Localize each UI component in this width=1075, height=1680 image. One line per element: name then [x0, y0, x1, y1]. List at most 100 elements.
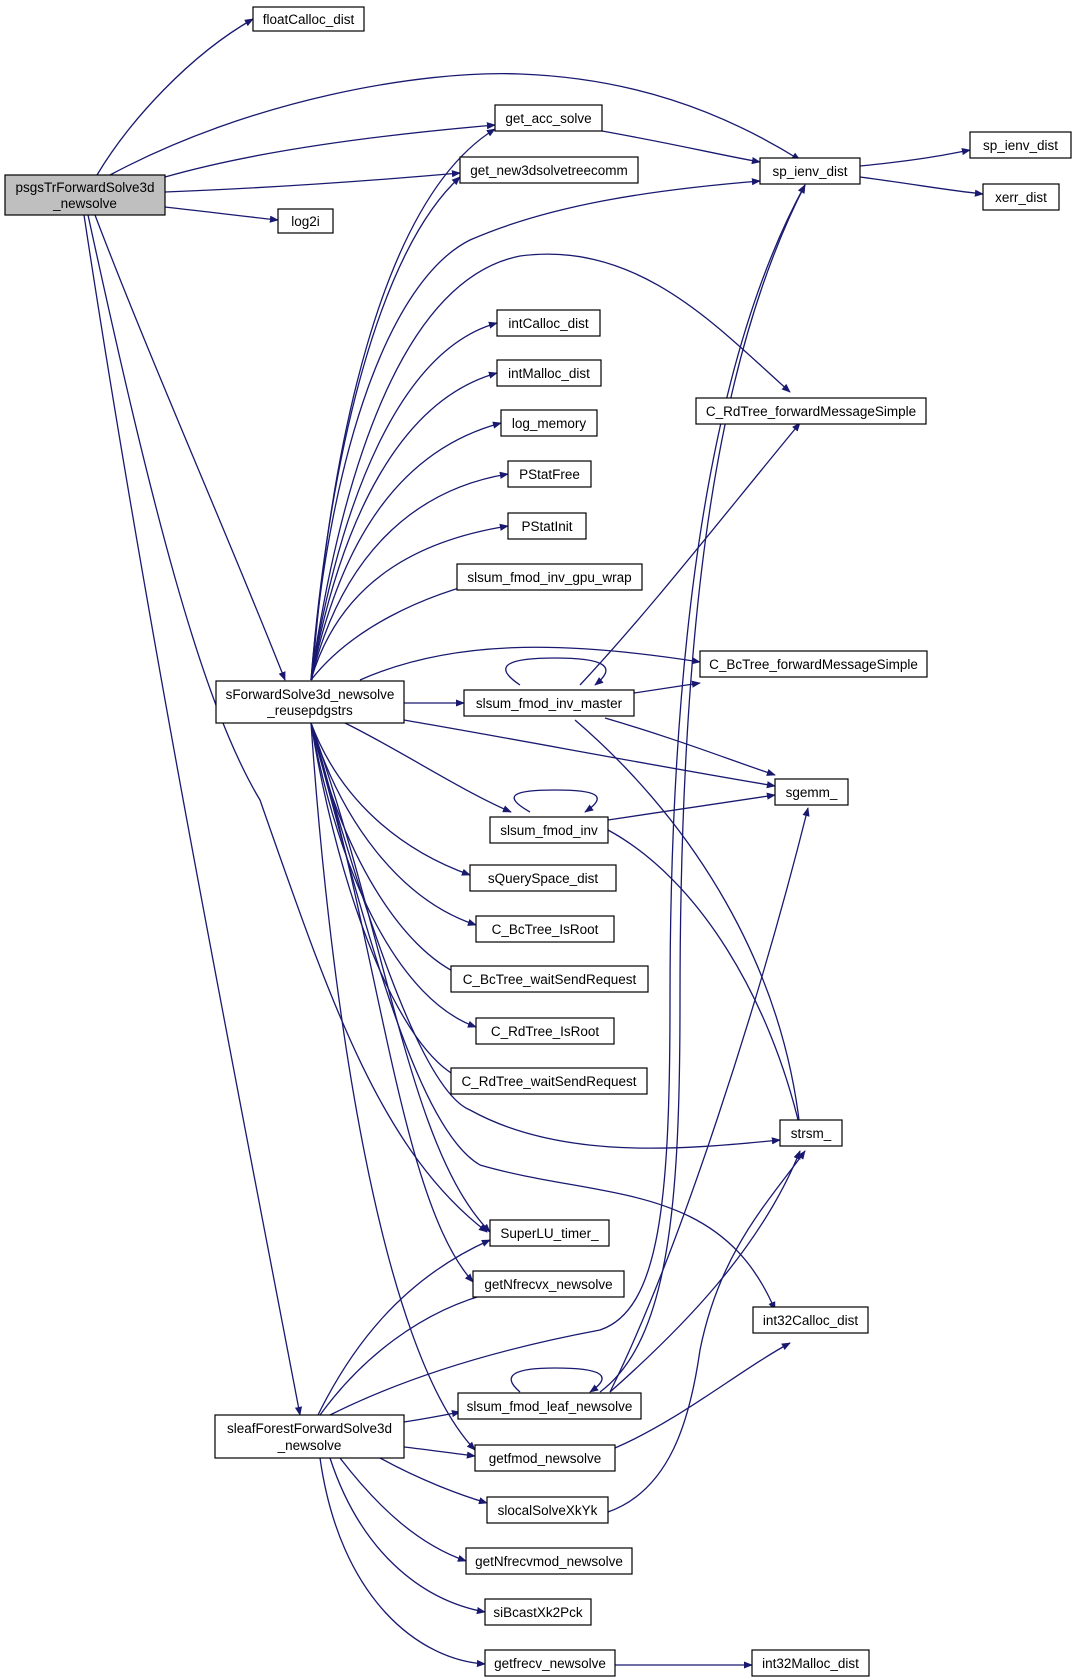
- node-intCalloc[interactable]: intCalloc_dist: [496, 309, 601, 337]
- edge-sleaf-getfmod: [403, 1446, 476, 1459]
- node-getfmod[interactable]: getfmod_newsolve: [474, 1444, 616, 1472]
- node-xerr-label: xerr_dist: [995, 190, 1047, 205]
- node-siBcast[interactable]: siBcastXk2Pck: [484, 1598, 592, 1626]
- node-int32Calloc[interactable]: int32Calloc_dist: [752, 1306, 869, 1334]
- node-root[interactable]: psgsTrForwardSolve3d _newsolve: [4, 174, 166, 216]
- edge-sForward-rdIsRoot: [310, 722, 477, 1028]
- node-gpuWrap-label: slsum_fmod_inv_gpu_wrap: [467, 570, 631, 585]
- edge-sForward-pstatInit: [310, 523, 509, 681]
- edge-invMaster-strsm: [574, 719, 803, 1129]
- edge-sleaf-getfrecv: [319, 1457, 486, 1668]
- node-rdIsRoot[interactable]: C_RdTree_IsRoot: [475, 1017, 615, 1045]
- node-invMaster-label: slsum_fmod_inv_master: [476, 696, 623, 711]
- edge-sleaf-siBcast: [329, 1457, 486, 1615]
- edge-sForward-sQuery: [310, 722, 471, 876]
- edge-sForward-logMem: [310, 421, 502, 681]
- node-getAcc[interactable]: get_acc_solve: [494, 104, 603, 132]
- node-sForward-label-2: _reusepdgstrs: [266, 703, 353, 718]
- node-getfrecv[interactable]: getfrecv_newsolve: [484, 1649, 616, 1677]
- edge-sForward-pstatFree: [310, 471, 509, 681]
- node-leafNew-label: slsum_fmod_leaf_newsolve: [467, 1399, 633, 1414]
- node-leafNew[interactable]: slsum_fmod_leaf_newsolve: [457, 1392, 642, 1420]
- node-sleaf-label-1: sleafForestForwardSolve3d: [227, 1421, 392, 1436]
- edge-sleaf-leafNew: [403, 1410, 461, 1423]
- edge-leafNew-strsm: [609, 1150, 801, 1393]
- node-bcIsRoot[interactable]: C_BcTree_IsRoot: [475, 915, 615, 943]
- node-bcIsRoot-label: C_BcTree_IsRoot: [492, 922, 599, 937]
- node-strsm-label: strsm_: [791, 1126, 832, 1141]
- node-xerr[interactable]: xerr_dist: [982, 183, 1060, 211]
- node-pstatInit[interactable]: PStatInit: [507, 512, 587, 540]
- node-bcForward[interactable]: C_BcTree_forwardMessageSimple: [699, 650, 928, 678]
- node-bcWait[interactable]: C_BcTree_waitSendRequest: [450, 965, 649, 993]
- node-int32Malloc[interactable]: int32Malloc_dist: [751, 1649, 870, 1677]
- node-pstatFree[interactable]: PStatFree: [507, 460, 592, 488]
- node-sQuery-label: sQuerySpace_dist: [488, 871, 599, 886]
- node-log2i[interactable]: log2i: [277, 208, 334, 234]
- edge-getfmod-int32Calloc: [614, 1342, 791, 1449]
- node-floatCalloc[interactable]: floatCalloc_dist: [252, 6, 365, 32]
- node-intMalloc-label: intMalloc_dist: [508, 366, 590, 381]
- node-slocal-label: slocalSolveXkYk: [498, 1503, 598, 1518]
- edge-sleaf-getNfrecvx: [319, 1290, 496, 1416]
- edge-sForward-rdWait: [310, 722, 461, 1079]
- edge-sForward-sgemm: [403, 719, 776, 789]
- node-fmodInv[interactable]: slsum_fmod_inv: [489, 816, 609, 844]
- node-sleaf[interactable]: sleafForestForwardSolve3d _newsolve: [214, 1414, 405, 1459]
- node-root-label-2: _newsolve: [52, 196, 117, 211]
- node-sForward[interactable]: sForwardSolve3d_newsolve _reusepdgstrs: [215, 680, 405, 724]
- node-rdForward[interactable]: C_RdTree_forwardMessageSimple: [695, 397, 927, 425]
- edge-root-timer: [87, 214, 488, 1233]
- node-gpuWrap[interactable]: slsum_fmod_inv_gpu_wrap: [456, 563, 643, 591]
- node-sForward-label-1: sForwardSolve3d_newsolve: [226, 687, 395, 702]
- node-pstatInit-label: PStatInit: [521, 519, 572, 534]
- node-int32Malloc-label: int32Malloc_dist: [762, 1656, 859, 1671]
- edge-sForward-rdForward: [310, 253, 791, 681]
- edge-sForward-strsm: [310, 722, 781, 1149]
- edge-fmodInv-self: [513, 789, 598, 813]
- node-getNfrecvx[interactable]: getNfrecvx_newsolve: [472, 1270, 625, 1298]
- edge-leafNew-self: [510, 1367, 603, 1393]
- node-getfmod-label: getfmod_newsolve: [489, 1451, 602, 1466]
- node-getNew3d[interactable]: get_new3dsolvetreecomm: [459, 156, 639, 184]
- edge-sForward-timer: [310, 722, 491, 1233]
- edge-sForward-spIenv: [310, 178, 761, 681]
- node-timer-label: SuperLU_timer_: [500, 1226, 599, 1241]
- node-spIenv[interactable]: sp_ienv_dist: [759, 157, 861, 185]
- node-slocal[interactable]: slocalSolveXkYk: [486, 1496, 609, 1524]
- node-intMalloc[interactable]: intMalloc_dist: [496, 359, 602, 387]
- edge-invMaster-rdForward: [579, 422, 801, 686]
- node-rdWait-label: C_RdTree_waitSendRequest: [461, 1074, 636, 1089]
- nodes: psgsTrForwardSolve3d _newsolve floatCall…: [4, 6, 1072, 1677]
- node-getNew3d-label: get_new3dsolvetreecomm: [470, 163, 628, 178]
- edge-invMaster-sgemm: [604, 717, 776, 776]
- node-logMem[interactable]: log_memory: [500, 409, 598, 437]
- node-getNfrecvmod-label: getNfrecvmod_newsolve: [475, 1554, 623, 1569]
- edge-root-spIenv: [109, 73, 801, 176]
- node-sgemm-label: sgemm_: [786, 785, 838, 800]
- node-sleaf-label-2: _newsolve: [277, 1438, 342, 1453]
- node-getAcc-label: get_acc_solve: [505, 111, 591, 126]
- node-sgemm[interactable]: sgemm_: [774, 778, 849, 806]
- node-root-label-1: psgsTrForwardSolve3d: [15, 180, 154, 195]
- edge-root-sForward: [94, 214, 286, 681]
- edge-sForward-bcForward: [359, 646, 701, 681]
- node-rdWait[interactable]: C_RdTree_waitSendRequest: [450, 1067, 648, 1095]
- edge-spIenv-xerr: [859, 176, 984, 197]
- node-invMaster[interactable]: slsum_fmod_inv_master: [463, 689, 635, 717]
- node-getNfrecvmod[interactable]: getNfrecvmod_newsolve: [465, 1547, 633, 1575]
- node-timer[interactable]: SuperLU_timer_: [489, 1219, 610, 1247]
- edge-getAcc-spIenv: [601, 130, 761, 165]
- edge-sForward-fmodInv: [344, 722, 512, 813]
- edge-slocal-strsm: [607, 1150, 806, 1513]
- edge-leafNew-sgemm: [609, 807, 810, 1393]
- node-strsm[interactable]: strsm_: [779, 1119, 843, 1147]
- edge-root-log2i: [164, 206, 279, 223]
- node-rdIsRoot-label: C_RdTree_IsRoot: [491, 1024, 600, 1039]
- node-siBcast-label: siBcastXk2Pck: [493, 1605, 583, 1620]
- node-spIenv2-label: sp_ienv_dist: [983, 138, 1058, 153]
- node-sQuery[interactable]: sQuerySpace_dist: [469, 864, 617, 892]
- edge-sForward-getNew3d: [310, 176, 461, 681]
- node-spIenv2[interactable]: sp_ienv_dist: [969, 131, 1072, 159]
- edge-spIenv-spIenv2: [859, 148, 971, 167]
